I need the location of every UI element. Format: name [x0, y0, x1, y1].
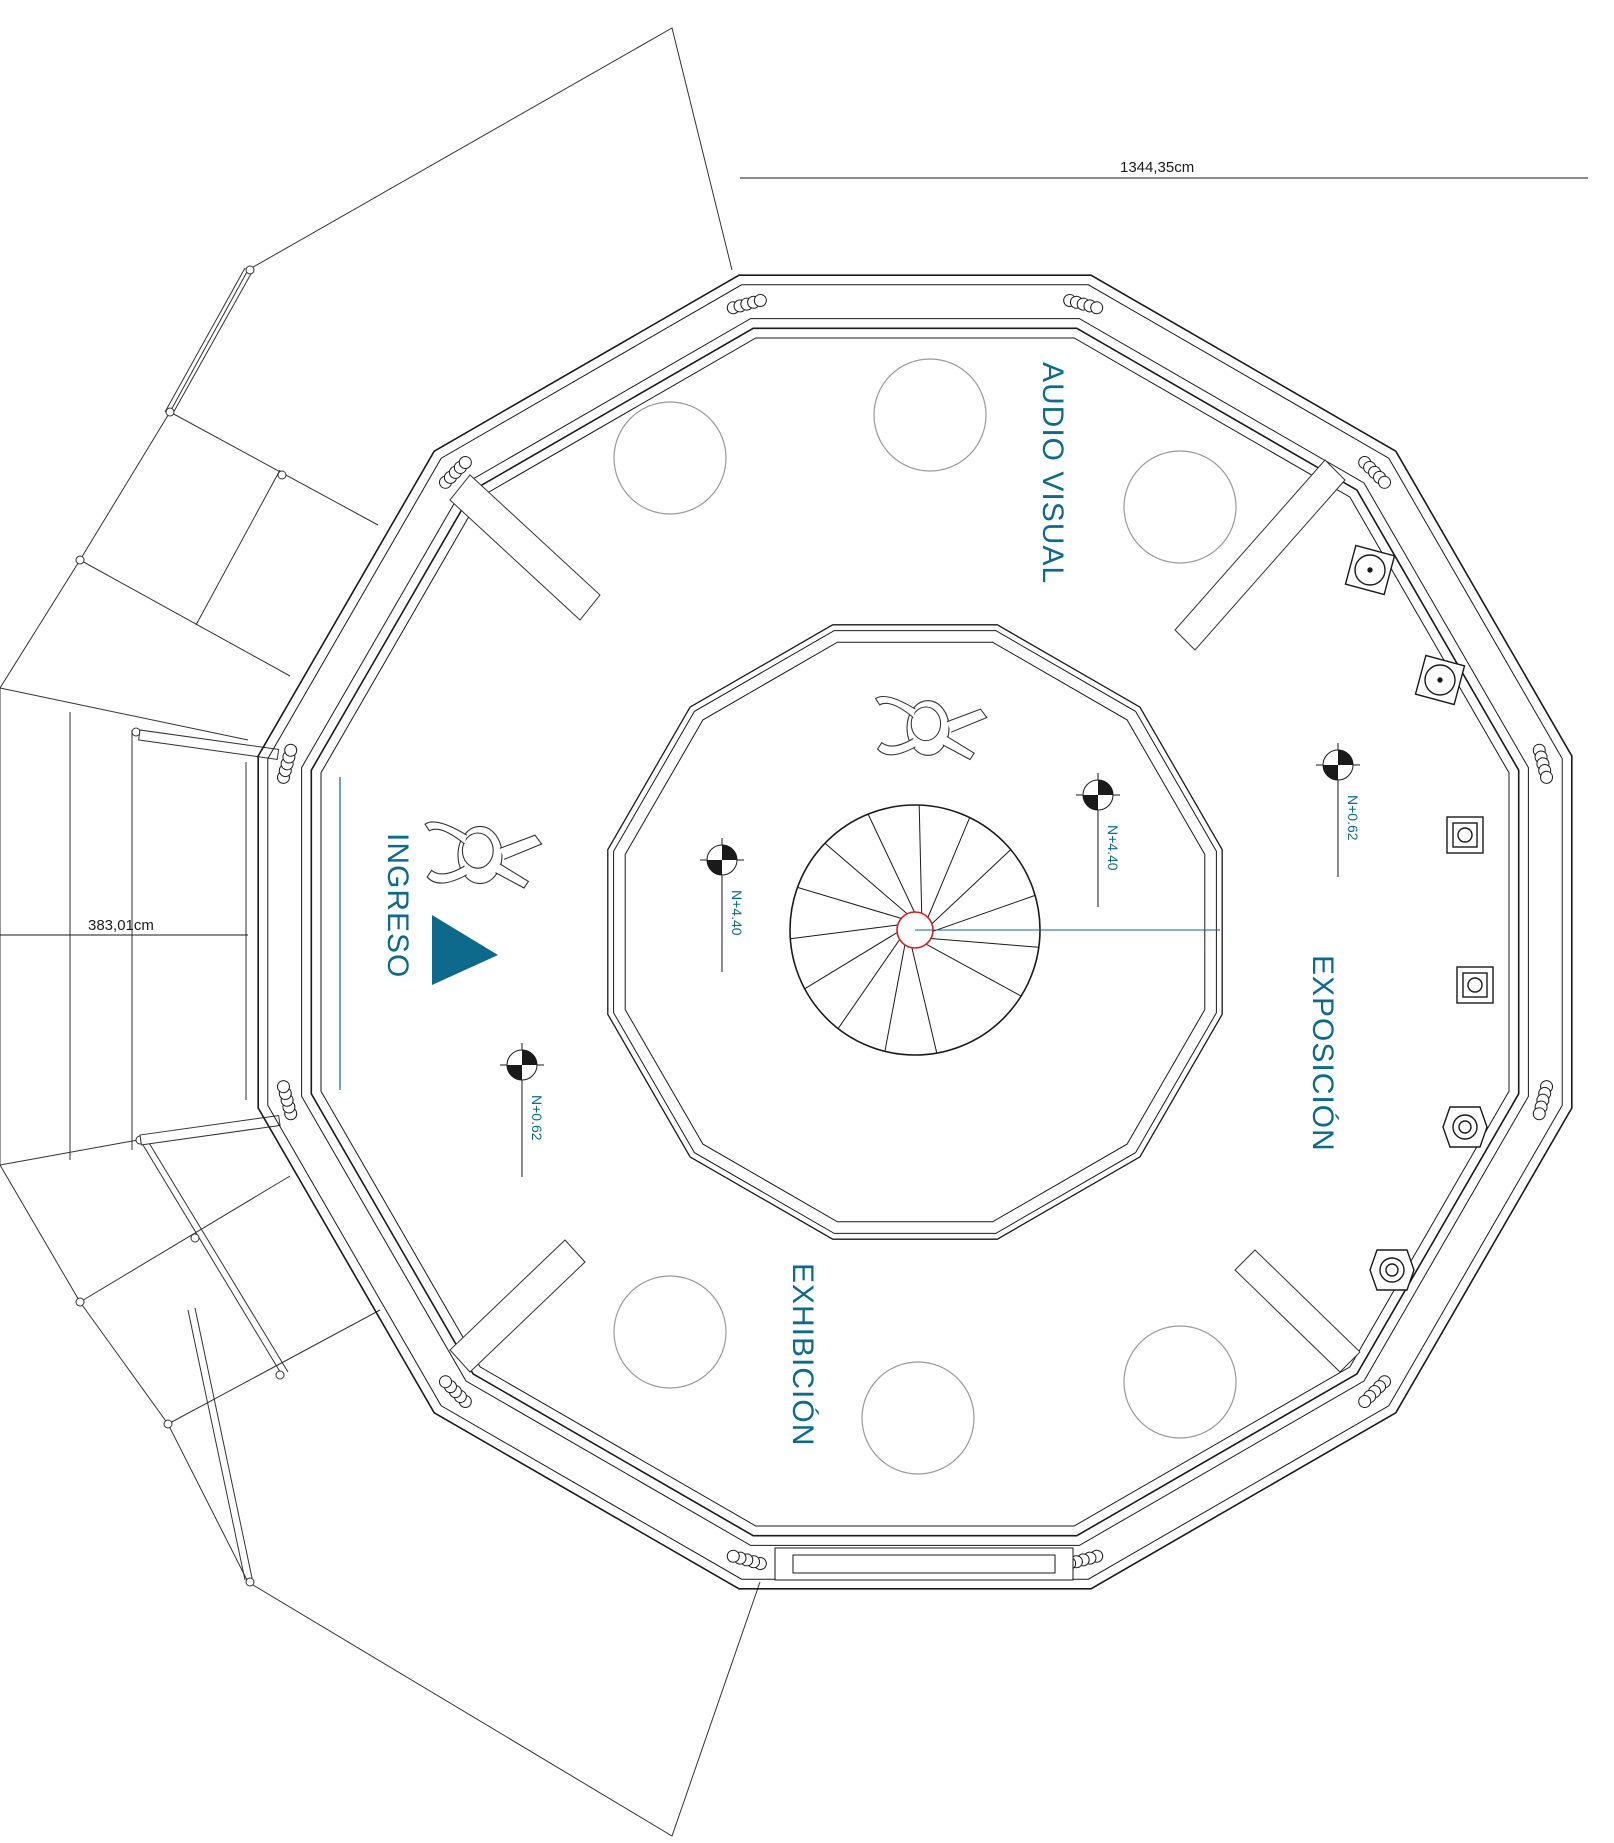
column-icon: [1532, 743, 1554, 784]
column-icon: [1063, 293, 1104, 315]
stair-tread: [837, 939, 901, 1029]
person-icon: [874, 695, 988, 761]
stair-tread: [911, 947, 938, 1054]
stair-tread: [824, 842, 908, 915]
stair-tread: [931, 849, 1012, 925]
stair-tread: [884, 944, 906, 1052]
column-icon: [1358, 456, 1391, 489]
stair-tread: [797, 886, 902, 919]
level-label: N+4.40: [729, 890, 745, 936]
level-marker-icon: [1316, 743, 1360, 877]
exhibit-pedestal-icon: [1446, 816, 1484, 854]
level-label: N+0.62: [529, 1095, 545, 1141]
dimension-label-left: 383,01cm: [88, 917, 154, 934]
stair-tread: [790, 924, 898, 940]
building-walls: [257, 274, 1573, 1590]
entrance-arrow-icon: [432, 915, 498, 985]
stair-tread: [927, 817, 971, 918]
level-label: N+4.40: [1105, 825, 1121, 871]
column-icon: [726, 1549, 767, 1571]
stair-tread: [930, 938, 1039, 948]
bottom-bench: [774, 1547, 1074, 1581]
exhibit-pedestal-icon: [1414, 654, 1466, 706]
exhibit-pedestals: [1344, 544, 1494, 1291]
stair-tread: [867, 813, 915, 913]
dimension-label-top: 1344,35cm: [1120, 159, 1194, 176]
column-icon: [439, 1375, 472, 1408]
column-icon: [439, 456, 472, 489]
stair-tread: [932, 894, 1036, 932]
corner-columns: [276, 293, 1554, 1571]
level-marker-icon: [1076, 773, 1120, 907]
level-marker-icon: [700, 838, 744, 972]
stair-tread: [804, 932, 898, 990]
column-icon: [726, 293, 767, 315]
seating-circles: [613, 358, 1237, 1475]
exhibit-pedestal-icon: [1442, 1106, 1488, 1148]
plaza-outline: [0, 27, 761, 1837]
column-icon: [276, 1080, 298, 1121]
exhibit-pedestal-icon: [1456, 966, 1494, 1004]
inner-platform: [607, 624, 1223, 1240]
entrance-handrails: [138, 729, 281, 1146]
column-icon: [1358, 1375, 1391, 1408]
zone-label-ingreso: INGRESO: [381, 833, 414, 978]
stair-tread: [925, 943, 1022, 997]
zone-label-audiovisual: AUDIO VISUAL: [1036, 362, 1069, 584]
zone-label-exposicion: EXPOSICIÓN: [1306, 955, 1339, 1152]
spiral-stair-icon: [789, 804, 1220, 1056]
zone-label-exhibicion: EXHIBICIÓN: [786, 1263, 819, 1446]
level-label: N+0.62: [1345, 795, 1361, 841]
railing-posts: [75, 265, 287, 1587]
exhibit-pedestal-icon: [1344, 544, 1396, 596]
level-marker-icon: [500, 1043, 544, 1177]
person-icon: [424, 821, 543, 889]
divider-panels: [449, 459, 1361, 1373]
stair-tread: [918, 805, 923, 914]
column-icon: [1532, 1080, 1554, 1121]
column-icon: [276, 743, 298, 784]
exhibit-pedestal-icon: [1369, 1249, 1415, 1291]
